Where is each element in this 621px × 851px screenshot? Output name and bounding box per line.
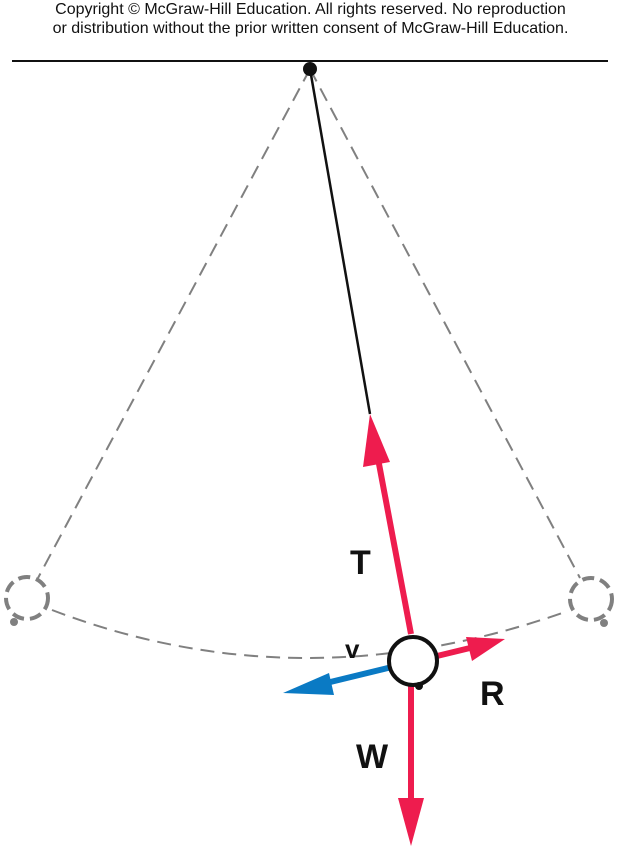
left-extreme-string — [37, 68, 311, 579]
copyright-line-2: or distribution without the prior writte… — [52, 20, 569, 37]
swing-arc-path — [51, 609, 566, 659]
copyright-line-1: Copyright © McGraw-Hill Education. All r… — [55, 1, 566, 18]
left-extreme-bob-dot — [10, 618, 18, 626]
tension-vector-shaft — [373, 447, 414, 635]
tension-vector-arrowhead — [363, 414, 390, 467]
tension-label: T — [350, 544, 371, 582]
pendulum-bob-dot — [415, 682, 423, 690]
copyright-notice: Copyright © McGraw-Hill Education. All r… — [0, 0, 621, 38]
resistance-vector-shaft — [436, 645, 471, 659]
right-extreme-bob-dot — [600, 619, 608, 627]
right-extreme-bob — [568, 576, 614, 622]
weight-vector-arrowhead — [398, 798, 424, 846]
right-extreme-string — [309, 68, 581, 579]
velocity-vector-arrowhead — [283, 673, 334, 695]
weight-label: W — [356, 738, 389, 776]
resistance-label: R — [480, 675, 505, 713]
velocity-label: v — [345, 634, 360, 664]
pendulum-bob — [387, 635, 439, 687]
resistance-vector-arrowhead — [466, 637, 505, 661]
pendulum-string — [308, 68, 372, 415]
left-extreme-bob — [4, 575, 50, 621]
